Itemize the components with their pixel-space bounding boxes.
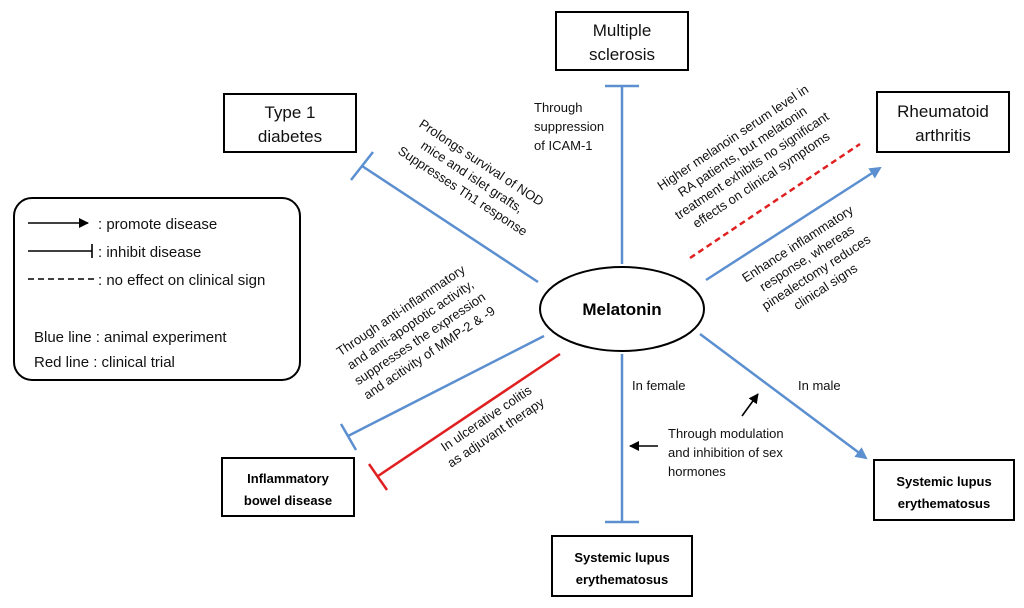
ms-note-3: of ICAM-1 <box>534 138 593 153</box>
sle-bottom-line-2: erythematosus <box>576 572 668 587</box>
melatonin-node: Melatonin <box>539 266 705 352</box>
legend-red-line-label: Red line : clinical trial <box>34 354 175 371</box>
sex-hormone-arrow-up <box>741 393 759 417</box>
ms-note-2: suppression <box>534 119 604 134</box>
legend-promote-label: : promote disease <box>98 216 217 233</box>
node-multiple-sclerosis: Multiple sclerosis <box>555 11 689 71</box>
sle-male-connector <box>699 332 868 460</box>
sle-right-line-2: erythematosus <box>898 496 990 511</box>
sle-right-line-1: Systemic lupus <box>896 474 991 489</box>
ra-animal-connector <box>705 166 882 282</box>
melatonin-label: Melatonin <box>582 300 661 319</box>
male-note: In male <box>798 378 841 393</box>
ibd-animal-connector <box>339 334 545 451</box>
legend-inhibit-label: : inhibit disease <box>98 244 201 261</box>
ms-line-1: Multiple <box>593 21 652 40</box>
node-type1-diabetes: Type 1 diabetes <box>223 93 357 153</box>
ibd-line-2: bowel disease <box>244 493 332 508</box>
node-rheumatoid-arthritis: Rheumatoid arthritis <box>876 91 1010 153</box>
sle-female-connector <box>605 354 639 524</box>
node-ibd: Inflammatory bowel disease <box>221 457 355 517</box>
ra-line-2: arthritis <box>915 126 971 145</box>
t1d-connector <box>350 151 539 284</box>
ra-animal-annotation: Enhance inflammatory response, whereas p… <box>739 202 873 313</box>
ms-connector <box>605 84 639 264</box>
ra-line-1: Rheumatoid <box>897 102 989 121</box>
node-sle-right: Systemic lupus erythematosus <box>873 459 1015 521</box>
ibd-line-1: Inflammatory <box>247 471 329 486</box>
t1d-line-2: diabetes <box>258 127 322 146</box>
ms-annotation: Through suppression of ICAM-1 <box>534 100 604 153</box>
sex-hormone-annotation: Through modulation and inhibition of sex… <box>668 426 784 479</box>
ibd-clinical-connector <box>367 352 561 491</box>
legend-no-effect-label: : no effect on clinical sign <box>98 272 265 289</box>
sle-bottom-line-1: Systemic lupus <box>574 550 669 565</box>
female-note: In female <box>632 378 685 393</box>
t1d-annotation: Prolongs survival of NOD mice and islet … <box>395 116 546 239</box>
sex-hormone-note-1: Through modulation <box>668 426 784 441</box>
legend: : promote disease : inhibit disease : no… <box>13 197 301 381</box>
t1d-line-1: Type 1 <box>264 103 315 122</box>
ms-line-2: sclerosis <box>589 45 655 64</box>
ra-clinical-annotation: Higher melanoin serum level in RA patien… <box>654 81 832 230</box>
legend-blue-line-label: Blue line : animal experiment <box>34 329 227 346</box>
ms-note-1: Through <box>534 100 582 115</box>
ra-clinical-connector <box>689 142 861 260</box>
node-sle-bottom: Systemic lupus erythematosus <box>551 535 693 597</box>
sex-hormone-note-3: hormones <box>668 464 726 479</box>
ibd-animal-annotation: Through anti-inflammatory and anti-apopt… <box>334 261 498 402</box>
sex-hormone-note-2: and inhibition of sex <box>668 445 783 460</box>
